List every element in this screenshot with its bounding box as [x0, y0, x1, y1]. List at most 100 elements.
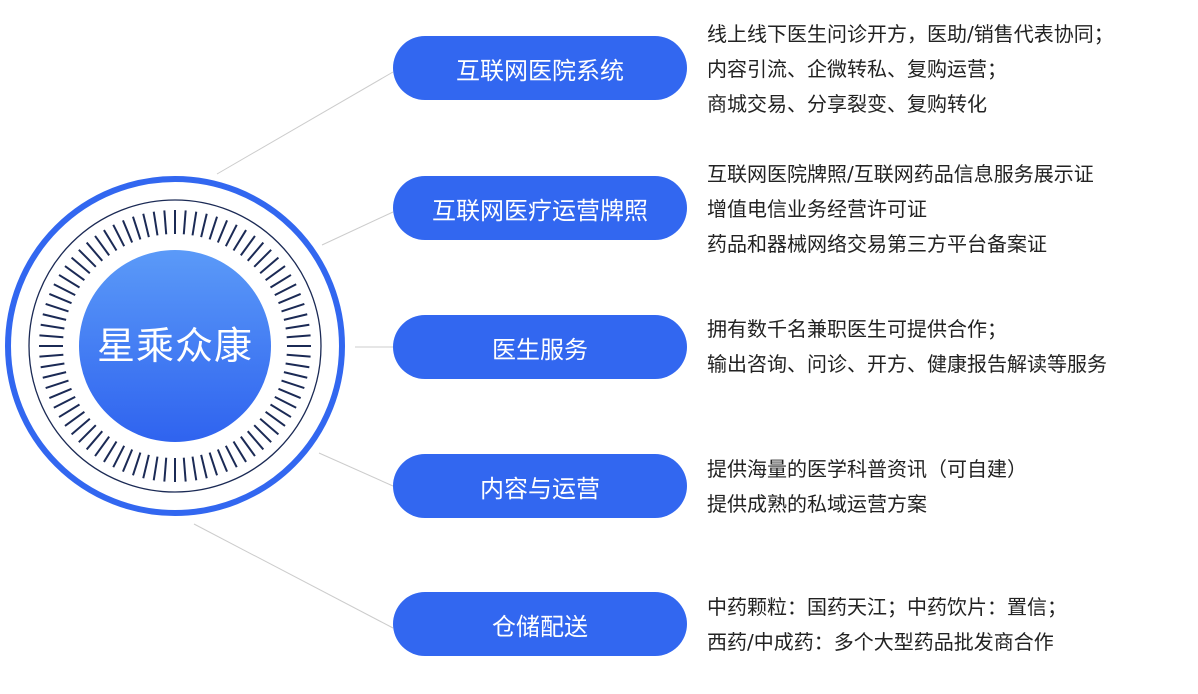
- tick-mark: [48, 293, 72, 305]
- branch-description-3: 拥有数千名兼职医生可提供合作； 输出咨询、问诊、开方、健康报告解读等服务: [707, 312, 1107, 382]
- tick-mark: [200, 454, 208, 479]
- tick-mark: [224, 224, 238, 247]
- tick-mark: [216, 219, 228, 243]
- tick-mark: [286, 353, 311, 358]
- tick-mark: [112, 224, 126, 247]
- tick-mark: [122, 219, 134, 243]
- core-circle: [79, 250, 271, 442]
- connector-line-5: [193, 523, 394, 629]
- connector-line-2: [321, 211, 394, 246]
- tick-mark: [78, 249, 97, 268]
- description-line: 输出咨询、问诊、开方、健康报告解读等服务: [707, 352, 1107, 376]
- tick-mark: [232, 229, 247, 252]
- tick-mark: [94, 235, 110, 256]
- tick-mark: [40, 323, 65, 330]
- tick-mark: [224, 445, 238, 468]
- tick-mark: [163, 210, 168, 235]
- tick-mark: [58, 403, 81, 418]
- tick-mark: [232, 440, 247, 463]
- tick-mark: [281, 303, 305, 313]
- tick-mark: [142, 454, 150, 479]
- tick-mark: [208, 216, 218, 240]
- tick-mark: [142, 213, 150, 238]
- tick-mark: [163, 457, 168, 482]
- description-line: 商城交易、分享裂变、复购转化: [707, 92, 987, 116]
- tick-mark: [78, 424, 97, 443]
- description-line: 中药颗粒：国药天江；中药饮片：置信；: [707, 595, 1067, 619]
- tick-mark: [112, 445, 126, 468]
- connector-line-4: [318, 452, 394, 487]
- description-line: 提供成熟的私域运营方案: [707, 492, 927, 516]
- tick-mark: [285, 323, 310, 330]
- tick-mark: [94, 436, 110, 457]
- tick-mark: [70, 256, 91, 275]
- branch-pill-internet-hospital-system: 互联网医院系统: [393, 36, 687, 100]
- center-title: 星乘众康: [96, 324, 253, 368]
- tick-mark: [283, 371, 308, 379]
- branch-pill-content-operation: 内容与运营: [393, 454, 687, 518]
- tick-mark: [253, 424, 272, 443]
- hub-emblem: [5, 176, 345, 516]
- tick-mark: [85, 241, 104, 262]
- tick-mark: [45, 303, 69, 313]
- tick-mark: [285, 362, 310, 369]
- tick-mark: [274, 395, 297, 409]
- tick-mark: [132, 452, 142, 476]
- tick-mark: [39, 334, 64, 339]
- tick-mark: [182, 210, 187, 235]
- tick-mark: [200, 213, 208, 238]
- branch-description-2: 互联网医院牌照/互联网药品信息服务展示证 增值电信业务经营许可证 药品和器械网络…: [707, 157, 1094, 262]
- tick-mark: [103, 440, 118, 463]
- description-line: 增值电信业务经营许可证: [707, 197, 927, 221]
- branch-pill-warehouse-delivery: 仓储配送: [393, 592, 687, 656]
- branch-pill-medical-license: 互联网医疗运营牌照: [393, 176, 687, 240]
- branch-pill-doctor-service: 医生服务: [393, 315, 687, 379]
- tick-mark: [278, 387, 302, 399]
- tick-mark: [39, 353, 64, 358]
- tick-mark: [191, 211, 198, 236]
- tick-mark: [259, 417, 280, 436]
- tick-mark: [48, 387, 72, 399]
- tick-mark: [253, 249, 272, 268]
- description-line: 线上线下医生问诊开方，医助/销售代表协同；: [707, 22, 1114, 46]
- tick-mark: [265, 411, 286, 427]
- tick-mark: [42, 371, 67, 379]
- tick-mark: [70, 417, 91, 436]
- tick-mark: [64, 265, 85, 281]
- tick-mark: [85, 430, 104, 451]
- connector-line-1: [216, 71, 394, 175]
- tick-mark: [240, 436, 256, 457]
- description-line: 内容引流、企微转私、复购运营；: [707, 57, 1007, 81]
- tick-mark: [58, 274, 81, 289]
- tick-mark: [53, 283, 76, 297]
- tick-mark: [132, 216, 142, 240]
- tick-mark: [122, 449, 134, 473]
- tick-mark: [152, 211, 159, 236]
- description-line: 西药/中成药：多个大型药品批发商合作: [707, 630, 1054, 654]
- tick-mark: [152, 456, 159, 481]
- description-line: 药品和器械网络交易第三方平台备案证: [707, 232, 1047, 256]
- description-line: 互联网医院牌照/互联网药品信息服务展示证: [707, 162, 1094, 186]
- branch-description-1: 线上线下医生问诊开方，医助/销售代表协同； 内容引流、企微转私、复购运营； 商城…: [707, 17, 1114, 122]
- tick-mark: [259, 256, 280, 275]
- tick-ring: [39, 210, 311, 482]
- tick-mark: [216, 449, 228, 473]
- tick-mark: [286, 334, 311, 339]
- description-line: 提供海量的医学科普资讯（可自建）: [707, 457, 1027, 481]
- tick-mark: [182, 457, 187, 482]
- tick-mark: [246, 241, 265, 262]
- tick-mark: [191, 456, 198, 481]
- tick-mark: [103, 229, 118, 252]
- tick-mark: [45, 379, 69, 389]
- inner-thin-ring: [28, 199, 322, 493]
- tick-mark: [265, 265, 286, 281]
- tick-mark: [40, 362, 65, 369]
- tick-mark: [269, 403, 292, 418]
- tick-mark: [240, 235, 256, 256]
- branch-description-5: 中药颗粒：国药天江；中药饮片：置信； 西药/中成药：多个大型药品批发商合作: [707, 590, 1067, 660]
- tick-mark: [269, 274, 292, 289]
- tick-mark: [53, 395, 76, 409]
- description-line: 拥有数千名兼职医生可提供合作；: [707, 317, 1007, 341]
- tick-mark: [42, 313, 67, 321]
